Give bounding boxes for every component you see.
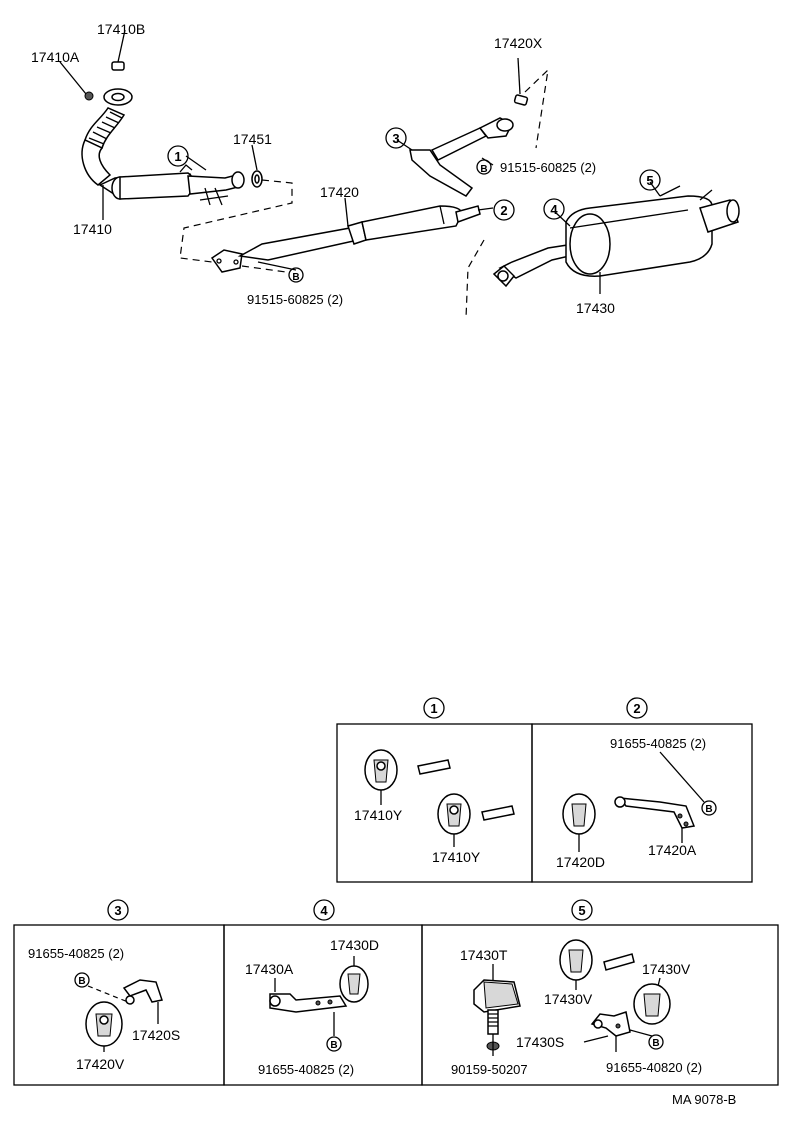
label-bolt-top: 91515-60825 (2) xyxy=(500,160,596,175)
label-17420V: 17420V xyxy=(76,1056,125,1072)
b-symbol: B xyxy=(292,272,299,283)
callout-2: 2 xyxy=(493,199,515,221)
bolt-symbol-b-top: B xyxy=(476,159,492,175)
center-pipe-assembly xyxy=(210,117,514,273)
rubber-mount-17410Y-b xyxy=(437,793,471,835)
label-17420X: 17420X xyxy=(494,35,543,51)
detail-1-header: 1 xyxy=(423,697,445,719)
gasket-17420X xyxy=(513,94,529,106)
label-17430V-b: 17430V xyxy=(642,961,691,977)
detail-4-header: 4 xyxy=(313,899,335,921)
label-17420S: 17420S xyxy=(132,1027,180,1043)
detail-box-5 xyxy=(421,924,779,1086)
label-17410A: 17410A xyxy=(31,49,80,65)
label-17420A: 17420A xyxy=(648,842,697,858)
svg-text:1: 1 xyxy=(430,701,437,716)
callout-3: 3 xyxy=(385,127,407,149)
rubber-mount-17420D xyxy=(562,793,596,835)
callout-5: 5 xyxy=(639,169,661,191)
b-symbol-d5: B xyxy=(648,1034,664,1050)
label-17420D: 17420D xyxy=(556,854,605,870)
callout-4: 4 xyxy=(543,198,565,220)
label-17451: 17451 xyxy=(233,131,272,147)
svg-text:4: 4 xyxy=(550,202,558,217)
rubber-mount-17430V-b xyxy=(633,983,671,1025)
label-bolt-center: 91515-60825 (2) xyxy=(247,292,343,307)
bolt-symbol-b-center: B xyxy=(288,267,304,283)
detail-3-header: 3 xyxy=(107,899,129,921)
gasket-17451 xyxy=(251,170,263,188)
svg-text:1: 1 xyxy=(174,149,181,164)
label-screw-90159: 90159-50207 xyxy=(451,1062,528,1077)
svg-text:B: B xyxy=(705,804,712,815)
label-17410Y-a: 17410Y xyxy=(354,807,403,823)
label-bolt-d5: 91655-40820 (2) xyxy=(606,1060,702,1075)
b-symbol-d4: B xyxy=(326,1036,342,1052)
nut-17410A xyxy=(84,91,94,101)
svg-text:4: 4 xyxy=(320,903,328,918)
svg-text:5: 5 xyxy=(578,903,585,918)
diagram-code: MA 9078-B xyxy=(672,1092,736,1107)
pin-17430V-a xyxy=(603,953,635,971)
detail-2-header: 2 xyxy=(626,697,648,719)
label-bolt-d4: 91655-40825 (2) xyxy=(258,1062,354,1077)
label-17410Y-b: 17410Y xyxy=(432,849,481,865)
label-17430T: 17430T xyxy=(460,947,508,963)
hanger-17430S xyxy=(590,1011,631,1037)
svg-text:2: 2 xyxy=(500,203,507,218)
detail-box-2 xyxy=(531,723,753,883)
svg-text:3: 3 xyxy=(392,131,399,146)
gasket-17410B xyxy=(111,61,125,71)
label-17410: 17410 xyxy=(73,221,112,237)
rubber-mount-17430D xyxy=(339,965,369,1003)
hanger-17430A xyxy=(269,993,348,1013)
rubber-block-17430T xyxy=(473,979,521,1051)
label-17430V-a: 17430V xyxy=(544,991,593,1007)
svg-text:5: 5 xyxy=(646,173,653,188)
callout-1: 1 xyxy=(167,145,189,167)
label-17430D: 17430D xyxy=(330,937,379,953)
tail-pipe-muffler-assembly xyxy=(492,185,740,288)
bracket-17420S xyxy=(122,979,163,1005)
svg-text:2: 2 xyxy=(633,701,640,716)
label-17410B: 17410B xyxy=(97,21,145,37)
svg-text:B: B xyxy=(652,1038,659,1049)
svg-text:3: 3 xyxy=(114,903,121,918)
b-symbol-d2: B xyxy=(701,800,717,816)
b-symbol-d3: B xyxy=(74,972,90,988)
label-17430S: 17430S xyxy=(516,1034,564,1050)
pin-17410Y-b xyxy=(481,805,515,821)
rubber-mount-17420V xyxy=(85,1001,123,1047)
bracket-17420A xyxy=(614,796,696,829)
b-symbol: B xyxy=(480,164,487,175)
rubber-mount-17430V-a xyxy=(559,939,593,981)
detail-5-header: 5 xyxy=(571,899,593,921)
label-17430A: 17430A xyxy=(245,961,294,977)
label-bolt-d2: 91655-40825 (2) xyxy=(610,736,706,751)
label-17420: 17420 xyxy=(320,184,359,200)
dashed-alignment-lines xyxy=(179,68,549,319)
label-17430: 17430 xyxy=(576,300,615,316)
label-bolt-d3: 91655-40825 (2) xyxy=(28,946,124,961)
svg-text:B: B xyxy=(330,1040,337,1051)
rubber-mount-17410Y-a xyxy=(364,749,398,791)
pin-17410Y-a xyxy=(417,759,451,775)
front-pipe-assembly xyxy=(81,88,245,206)
svg-text:B: B xyxy=(78,976,85,987)
